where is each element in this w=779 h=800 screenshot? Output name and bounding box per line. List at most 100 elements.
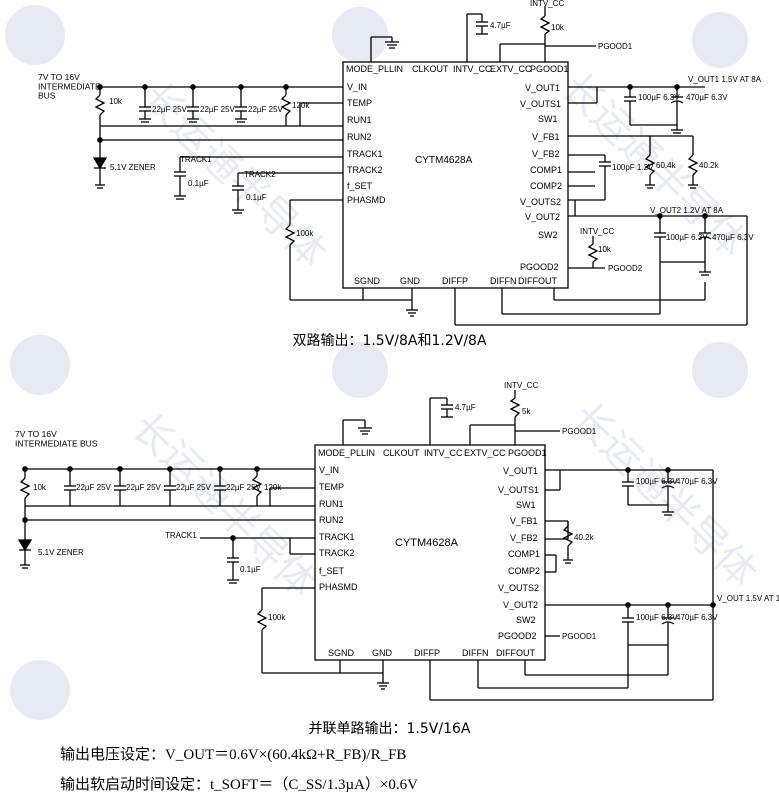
pin-comp2: COMP2 bbox=[530, 181, 562, 191]
figure-1-schematic bbox=[92, 6, 748, 326]
pin-vout1: V_OUT1 bbox=[525, 83, 560, 93]
pin-sw2: SW2 bbox=[538, 230, 558, 240]
pin-fset: f_SET bbox=[347, 181, 373, 191]
pin2-track2: TRACK2 bbox=[319, 548, 355, 558]
net2-intvcc: INTV_CC bbox=[504, 381, 538, 390]
pin-vout2: V_OUT2 bbox=[525, 212, 560, 222]
chip-body-1 bbox=[342, 61, 569, 289]
pin2-extvcc: EXTV_CC bbox=[464, 448, 506, 458]
pin2-mode-pllin: MODE_PLLIN bbox=[318, 448, 375, 458]
pin-intvcc: INTV_CC bbox=[453, 64, 492, 74]
net2-pgood1-top: PGOOD1 bbox=[562, 427, 597, 436]
cout1-value: 100µF 6.3V bbox=[638, 93, 680, 102]
r1-2-value: 10k bbox=[33, 483, 47, 492]
pin2-comp2: COMP2 bbox=[508, 566, 540, 576]
cff-value: 100pF 1.2V bbox=[612, 163, 654, 172]
pin-pgood1: PGOOD1 bbox=[530, 64, 569, 74]
r-pg2-value: 10k bbox=[598, 245, 612, 254]
r6b-value: 40.2k bbox=[699, 161, 720, 170]
pin2-sgnd: SGND bbox=[328, 648, 355, 658]
c10-value: 4.7µF bbox=[490, 21, 511, 30]
pin2-diffn: DIFFN bbox=[462, 648, 489, 658]
pin2-temp: TEMP bbox=[319, 482, 344, 492]
pin2-fset: f_SET bbox=[319, 566, 345, 576]
c9-value: 0.1µF bbox=[246, 193, 267, 202]
pin2-vouts1: V_OUTS1 bbox=[498, 485, 539, 495]
c4-2-value: 100µF 6.3V bbox=[636, 613, 678, 622]
pin-extvcc: EXTV_CC bbox=[490, 64, 532, 74]
pin2-vouts2: V_OUTS2 bbox=[498, 583, 539, 593]
c8-value: 470µF 6.3V bbox=[676, 477, 718, 486]
svg-text:长运通半导体: 长运通半导体 bbox=[563, 395, 765, 597]
pin-vfb2: V_FB2 bbox=[532, 149, 560, 159]
r4-value: 100k bbox=[296, 229, 314, 238]
pin-diffp: DIFFP bbox=[442, 276, 468, 286]
pin2-intvcc: INTV_CC bbox=[424, 448, 463, 458]
net-track2: TRACK2 bbox=[244, 170, 276, 179]
r4-2-value: 100k bbox=[268, 613, 286, 622]
pin2-track1: TRACK1 bbox=[319, 532, 355, 542]
r1-value: 10k bbox=[109, 97, 123, 106]
net2-track1: TRACK1 bbox=[165, 531, 197, 540]
net-pgood1: PGOOD1 bbox=[598, 42, 633, 51]
pin2-vfb1: V_FB1 bbox=[510, 516, 538, 526]
figure-1-caption: 双路输出：1.5V/8A和1.2V/8A bbox=[292, 333, 487, 349]
d1-2-value: 5.1V ZENER bbox=[38, 548, 84, 557]
cin2-value: 22µF 25V bbox=[200, 105, 236, 114]
net-track1: TRACK1 bbox=[180, 155, 212, 164]
pin-clkout: CLKOUT bbox=[412, 64, 449, 74]
c10-2-value: 4.7µF bbox=[455, 403, 476, 412]
pin-track2: TRACK2 bbox=[347, 165, 383, 175]
net2-pgood1-bottom: PGOOD1 bbox=[562, 632, 597, 641]
c5-value: 0.1µF bbox=[188, 179, 209, 188]
cin1-value: 22µF 25V bbox=[152, 105, 188, 114]
r5-value: 40.2k bbox=[574, 533, 595, 542]
pin2-sw1: SW1 bbox=[516, 500, 536, 510]
c1-value: 22µF 25V bbox=[226, 483, 262, 492]
c3-value: 22µF 25V bbox=[76, 483, 112, 492]
pin2-vout2: V_OUT2 bbox=[503, 600, 538, 610]
net-intvcc-2: INTV_CC bbox=[580, 227, 614, 236]
pin2-comp1: COMP1 bbox=[508, 549, 540, 559]
c7-value: 470µF 6.3V bbox=[712, 233, 754, 242]
pin-vouts1: V_OUTS1 bbox=[520, 99, 561, 109]
pin2-diffout: DIFFOUT bbox=[496, 648, 535, 658]
r8-value: 60.4k bbox=[656, 161, 677, 170]
pin2-vout1: V_OUT1 bbox=[503, 466, 538, 476]
pin2-run1: RUN1 bbox=[319, 499, 344, 509]
pin-run2: RUN2 bbox=[347, 132, 372, 142]
pin2-diffp: DIFFP bbox=[414, 648, 440, 658]
d1-value: 5.1V ZENER bbox=[110, 163, 156, 172]
figure-1-labels: CYTM4628A MODE_PLLIN CLKOUT INTV_CC EXTV… bbox=[38, 0, 762, 286]
pin-mode-pllin: MODE_PLLIN bbox=[346, 64, 403, 74]
pin-sgnd: SGND bbox=[354, 276, 381, 286]
pin2-pgood2: PGOOD2 bbox=[498, 631, 537, 641]
pin2-clkout: CLKOUT bbox=[383, 448, 420, 458]
pin2-sw2: SW2 bbox=[516, 615, 536, 625]
figure-2-caption: 并联单路输出：1.5V/16A bbox=[308, 721, 471, 737]
pin-diffout: DIFFOUT bbox=[518, 276, 557, 286]
pin-vin: V_IN bbox=[347, 82, 367, 92]
r6-2-value: 120k bbox=[264, 483, 282, 492]
chip-name-2: CYTM4628A bbox=[395, 537, 459, 549]
pin-diffn: DIFFN bbox=[490, 276, 517, 286]
c6-value: 100µF 6.3V bbox=[636, 477, 678, 486]
pin-track1: TRACK1 bbox=[347, 149, 383, 159]
r2-2-value: 5k bbox=[522, 407, 531, 416]
out1-label: V_OUT1 1.5V AT 8A bbox=[688, 75, 762, 84]
r2-value: 10k bbox=[551, 23, 565, 32]
pin-phasmd: PHASMD bbox=[347, 195, 386, 205]
formula-soft-start: 输出软启动时间设定：t_SOFT＝（C_SS/1.3µA）×0.6V bbox=[60, 777, 418, 793]
pin-temp: TEMP bbox=[347, 98, 372, 108]
r6a-value: 120k bbox=[292, 101, 310, 110]
chip-name-1: CYTM4628A bbox=[415, 155, 473, 166]
pin2-vfb2: V_FB2 bbox=[510, 533, 538, 543]
net-pgood2: PGOOD2 bbox=[608, 264, 643, 273]
pin2-pgood1: PGOOD1 bbox=[508, 448, 547, 458]
pin2-run2: RUN2 bbox=[319, 515, 344, 525]
c4-value: 100µF 6.3V bbox=[666, 233, 708, 242]
pin-run1: RUN1 bbox=[347, 115, 372, 125]
out-label: V_OUT 1.5V AT 16A bbox=[717, 594, 779, 603]
